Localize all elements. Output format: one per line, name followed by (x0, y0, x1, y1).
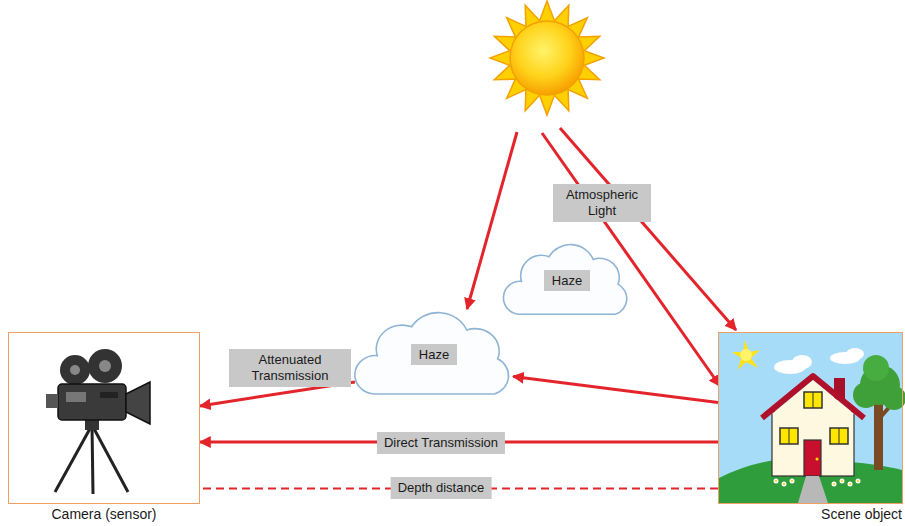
cloud-outline (348, 298, 520, 410)
house-picture (874, 398, 883, 470)
house-picture (863, 355, 889, 381)
house-picture (840, 479, 845, 484)
house-picture (789, 428, 790, 444)
house-picture (849, 483, 851, 485)
light-ray (467, 128, 736, 386)
cloud-outline (503, 245, 626, 315)
edge-label: Depth distance (391, 477, 492, 499)
transmission-arrow (200, 441, 718, 444)
house-picture (732, 340, 760, 370)
node-caption: Camera (sensor) (51, 506, 156, 522)
camera-box: Camera (sensor) (8, 332, 200, 504)
haze-label: Haze (411, 344, 457, 365)
house-picture (804, 440, 821, 476)
edge-label: Attenuated Transmission (229, 349, 351, 387)
house-picture (782, 482, 787, 487)
house-picture (775, 480, 777, 482)
depth-line (200, 488, 718, 490)
camera-symbol (126, 382, 150, 424)
edge-label: Direct Transmission (377, 432, 505, 454)
light-ray (542, 133, 720, 386)
house-picture (792, 355, 812, 369)
camera-symbol (46, 394, 58, 408)
camera-symbol (66, 392, 86, 402)
house-picture (856, 479, 861, 484)
house-picture (791, 480, 793, 482)
house-picture (798, 476, 828, 503)
light-ray (467, 132, 517, 309)
house-picture (780, 428, 798, 444)
haze-label: Haze (544, 270, 590, 291)
label-holder: Atmospheric Light (553, 184, 651, 222)
transmission-arrow (200, 382, 355, 406)
camera-symbol (70, 365, 80, 375)
camera-symbol (88, 349, 122, 383)
camera-ground (9, 333, 199, 503)
light-ray (560, 128, 736, 330)
sun-symbol (490, 1, 604, 115)
house-picture (740, 349, 752, 361)
house-picture (783, 483, 785, 485)
camera-symbol (60, 355, 90, 385)
node-caption: Scene object (821, 506, 902, 522)
transmission-arrow (513, 376, 718, 402)
house-picture (830, 428, 848, 444)
house-picture (719, 333, 905, 503)
house-picture (833, 483, 835, 485)
house-picture (816, 458, 819, 461)
house-picture (857, 480, 859, 482)
label-holder: Depth distance (391, 477, 492, 499)
label-holder: Attenuated Transmission (229, 349, 351, 387)
house-picture (882, 386, 905, 410)
house-picture (762, 376, 864, 418)
house-picture (804, 392, 822, 408)
camera-symbol (46, 349, 150, 494)
label-holder: Direct Transmission (377, 432, 505, 454)
house-picture (841, 480, 843, 482)
light-label: Atmospheric Light (553, 184, 651, 222)
camera-symbol (92, 425, 93, 494)
sun-symbol (510, 21, 584, 95)
haze-cloud: Haze (348, 298, 520, 410)
camera-symbol (55, 425, 92, 492)
camera-symbol (92, 425, 128, 492)
camera-symbol (100, 392, 118, 398)
house-picture (846, 348, 864, 360)
house-picture (774, 479, 861, 487)
house-picture (790, 479, 795, 484)
camera-symbol (58, 384, 126, 420)
house-picture (813, 392, 814, 408)
scene-box: Scene object (718, 332, 903, 504)
house-picture (832, 482, 837, 487)
house-picture (774, 479, 779, 484)
camera-symbol (99, 360, 111, 372)
house-picture (772, 412, 854, 476)
haze-cloud: Haze (498, 232, 636, 328)
house-picture (853, 382, 879, 408)
sun-symbol (490, 1, 604, 115)
house-picture (848, 482, 853, 487)
cloud-outline (355, 313, 509, 394)
house-picture (719, 333, 902, 503)
cloud-outline (498, 232, 636, 328)
house-picture (839, 428, 840, 444)
